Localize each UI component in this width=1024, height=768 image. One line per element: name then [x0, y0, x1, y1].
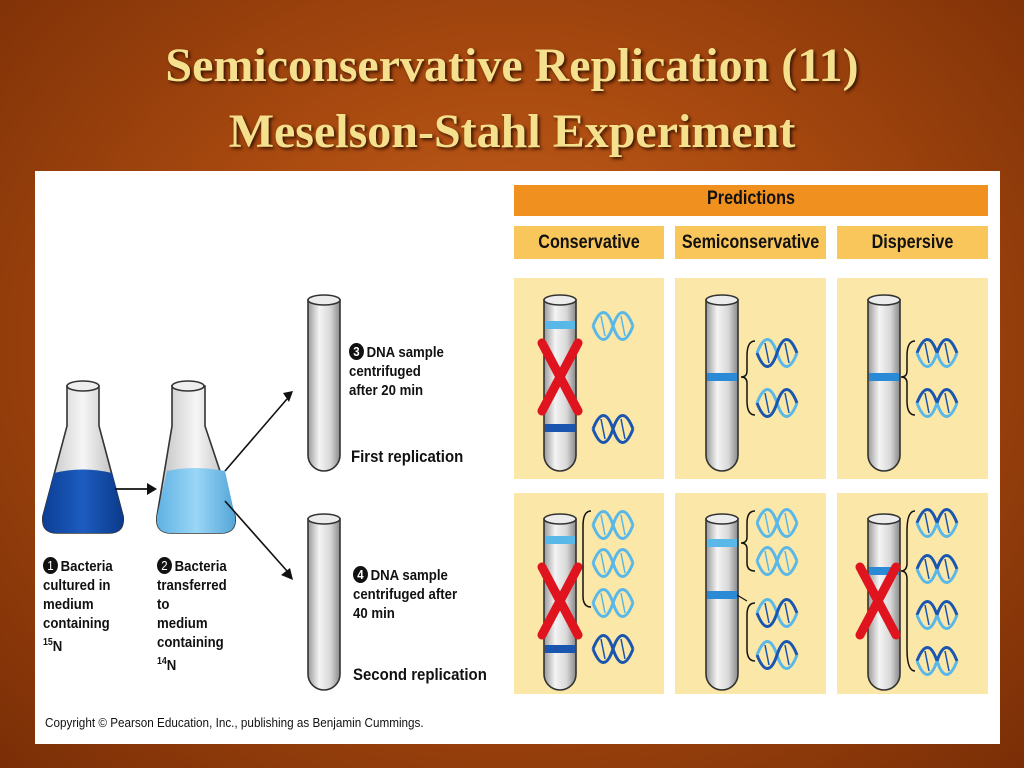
col-label-dispersive: Dispersive — [871, 232, 954, 253]
predictions-header-bar — [514, 185, 988, 216]
step1-text: Bacteria cultured in medium containing — [43, 558, 113, 632]
step2-isotope: 14N — [157, 656, 177, 674]
step1-number: 1 — [43, 557, 58, 574]
step4-text: DNA sample centrifuged after 40 min — [353, 567, 458, 622]
step1-isotope: 15N — [43, 637, 63, 655]
col-label-semiconservative: Semiconservative — [681, 232, 820, 253]
conservative-second — [542, 510, 635, 691]
dispersive-first — [867, 294, 959, 472]
slide-title-line1: Semiconservative Replication (11) — [165, 39, 859, 92]
copyright-notice: Copyright © Pearson Education, Inc., pub… — [45, 715, 424, 730]
tube-second-replication — [307, 513, 341, 691]
figure-graphics — [41, 185, 988, 694]
col-header-semiconservative — [675, 226, 826, 259]
dispersive-second — [860, 508, 959, 691]
step3-number: 3 — [349, 343, 364, 360]
col-label-conservative: Conservative — [538, 232, 640, 253]
step2-text: Bacteria transferred to medium containin… — [157, 558, 227, 651]
step4-number: 4 — [353, 566, 368, 583]
predictions-header: Predictions — [707, 188, 795, 209]
flask-15n — [41, 380, 125, 534]
prediction-cells — [514, 278, 988, 694]
step4-caption: Second replication — [353, 665, 487, 684]
step2-isotope-mass: 14 — [157, 656, 167, 667]
step1-isotope-mass: 15 — [43, 637, 53, 648]
flask-14n — [155, 380, 237, 534]
step3-caption: First replication — [351, 447, 464, 466]
col-header-dispersive — [837, 226, 988, 259]
step2-isotope-symbol: N — [166, 657, 177, 674]
step2-number: 2 — [157, 557, 172, 574]
tube-first-replication — [307, 294, 341, 472]
conservative-first — [542, 294, 635, 472]
col-header-conservative — [514, 226, 664, 259]
branch-arrows — [224, 391, 293, 580]
step1-isotope-symbol: N — [52, 638, 63, 655]
step3-text: DNA sample centrifuged after 20 min — [349, 344, 444, 399]
slide-title-line2: Meselson-Stahl Experiment — [228, 105, 796, 158]
semiconservative-second — [705, 508, 799, 691]
transfer-arrow — [115, 483, 157, 495]
semiconservative-first — [705, 294, 799, 472]
